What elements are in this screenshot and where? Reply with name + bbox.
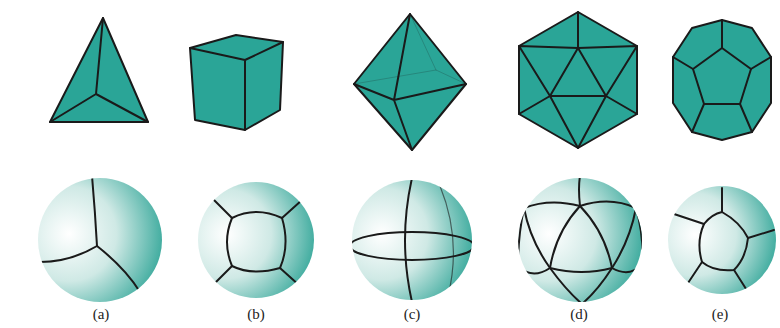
figure-label: (b): [247, 306, 265, 323]
figure-label: (c): [404, 306, 421, 323]
octahedron: [354, 14, 466, 150]
dodecahedron: [673, 20, 771, 140]
sphere: [198, 182, 314, 298]
spherical-tiling: [674, 188, 774, 292]
icosahedron: [519, 12, 637, 148]
spherical-tiling: [350, 178, 474, 302]
sphere: [668, 186, 776, 294]
figure-label: (a): [93, 306, 110, 323]
sphere: [352, 180, 472, 300]
tetrahedron: [50, 18, 148, 122]
spherical-tiling: [40, 176, 140, 292]
spherical-tiling: [214, 200, 302, 286]
cube: [190, 35, 283, 130]
figure-label: (d): [570, 306, 588, 323]
spherical-tiling: [518, 176, 642, 304]
figure-label: (e): [712, 306, 729, 323]
sphere: [38, 178, 162, 302]
